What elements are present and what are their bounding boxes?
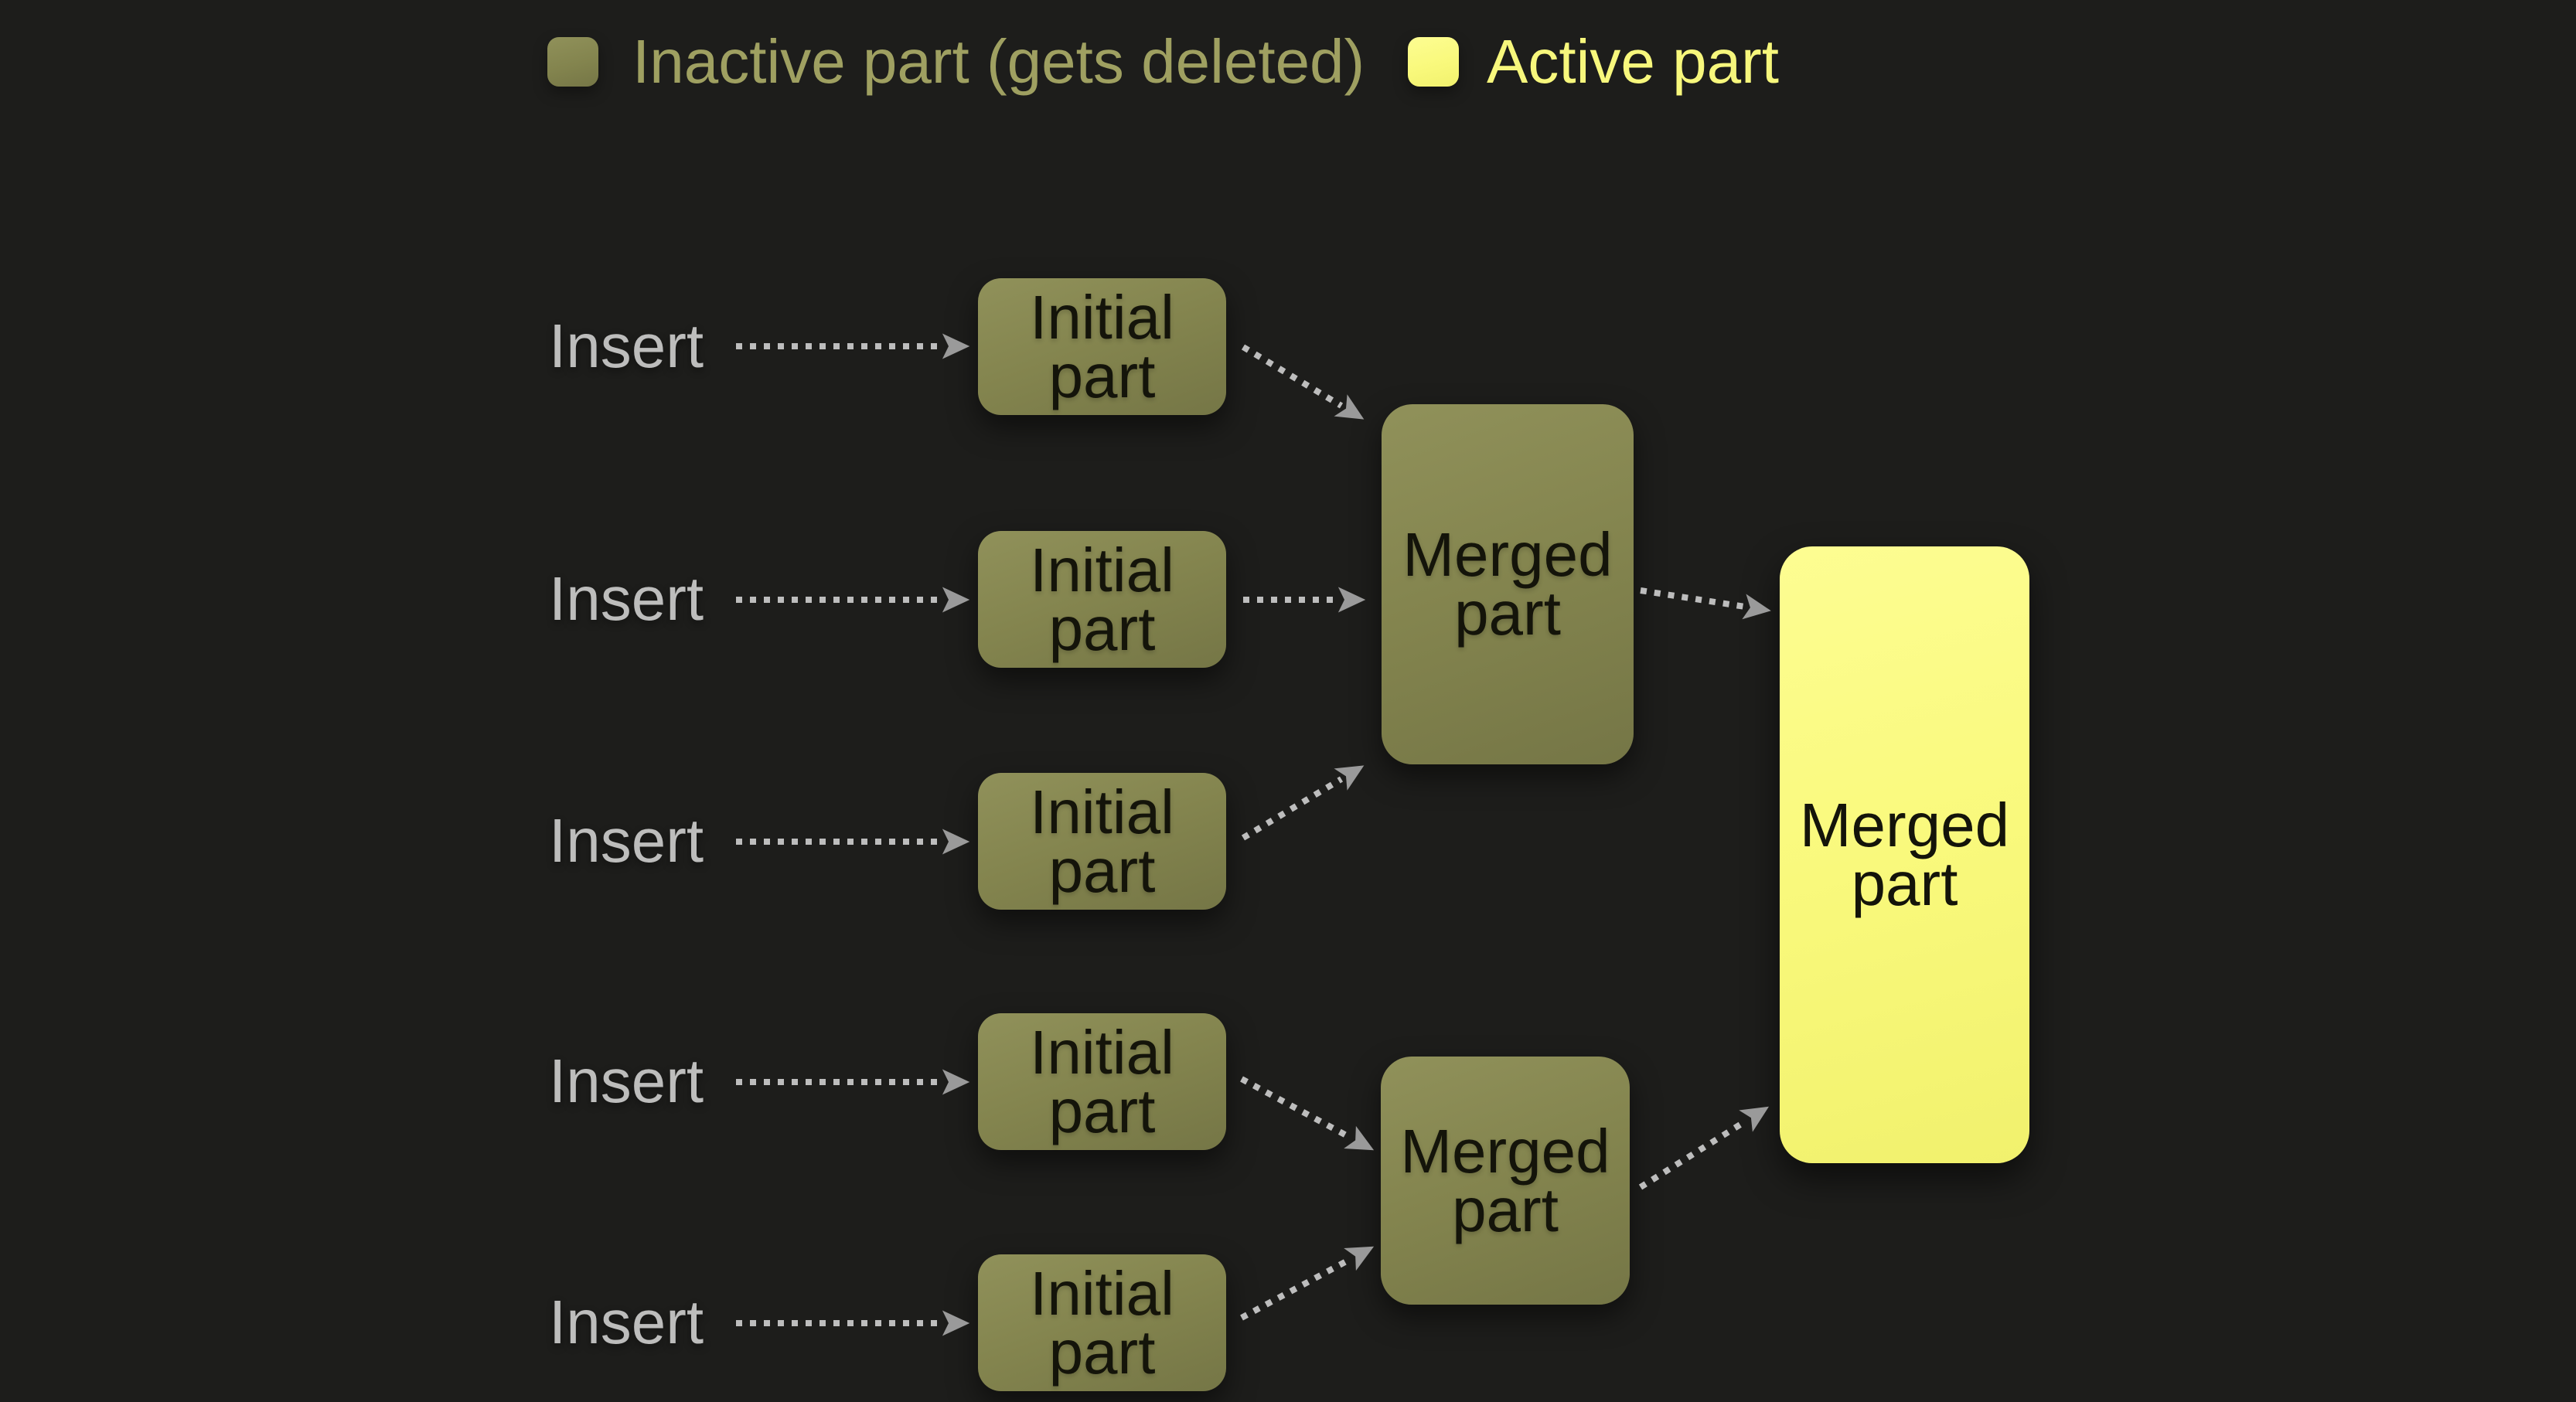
merged-part-node-2: Merged part [1381,1057,1630,1305]
initial-part-node-5: Initial part [978,1254,1226,1391]
merged-part-node-final: Merged part [1780,546,2029,1163]
insert-label-4: Insert [549,1046,704,1115]
arrow-initial1-to-merged1 [1241,344,1365,420]
legend-label-active: Active part [1487,27,1779,96]
insert-label-1: Insert [549,311,704,380]
merged-part-node-1: Merged part [1382,404,1634,764]
insert-label-5: Insert [549,1288,704,1356]
legend-item-active: Active part [1408,27,1779,96]
legend-item-inactive: Inactive part (gets deleted) [547,27,1365,96]
initial-part-node-2: Initial part [978,531,1226,668]
initial-part-node-1: Initial part [978,278,1226,415]
arrow-initial5-to-merged2 [1240,1246,1375,1321]
arrow-merged1-to-final [1640,587,1771,620]
insert-label-3: Insert [549,806,704,875]
initial-part-node-3: Initial part [978,773,1226,910]
arrow-merged2-to-final [1638,1106,1769,1190]
arrow-initial4-to-merged2 [1240,1076,1375,1151]
arrow-initial3-to-merged1 [1241,765,1365,841]
inactive-color-swatch [547,37,598,87]
insert-label-2: Insert [549,564,704,633]
legend-label-inactive: Inactive part (gets deleted) [632,27,1365,96]
active-color-swatch [1408,37,1459,87]
initial-part-node-4: Initial part [978,1013,1226,1150]
